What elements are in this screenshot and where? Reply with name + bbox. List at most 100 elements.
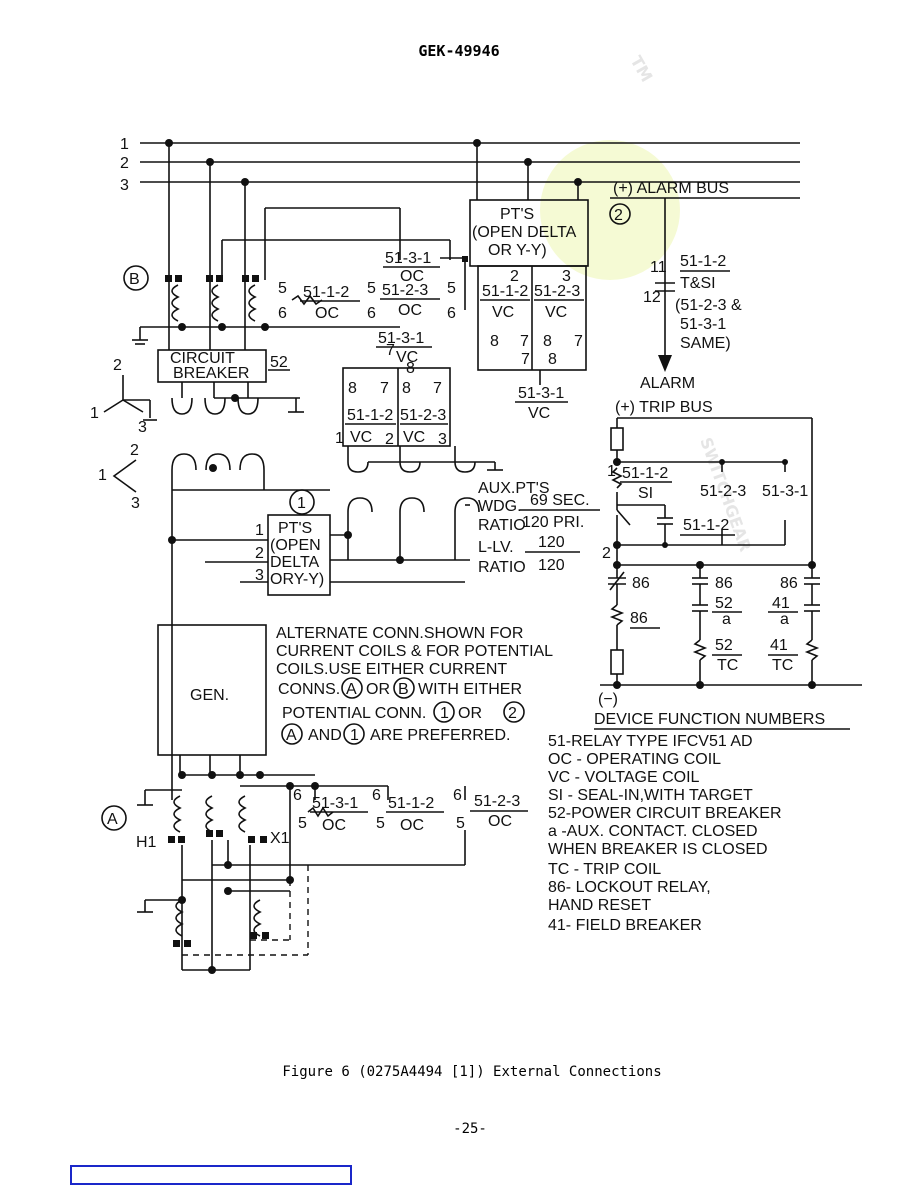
legend-item: HAND RESET bbox=[548, 897, 651, 914]
generator: GEN. bbox=[157, 624, 267, 775]
svg-text:3: 3 bbox=[562, 268, 571, 285]
device-legend: DEVICE FUNCTION NUMBERS 51-RELAY TYPE IF… bbox=[548, 711, 850, 934]
svg-text:PT'S: PT'S bbox=[278, 520, 312, 537]
svg-text:41: 41 bbox=[772, 595, 790, 612]
svg-text:120: 120 bbox=[538, 534, 565, 551]
bus-3-label: 3 bbox=[120, 177, 129, 194]
svg-text:WDG.: WDG. bbox=[478, 498, 522, 515]
svg-text:OR: OR bbox=[458, 705, 482, 722]
pt-open-delta-top: PT'S (OPEN DELTA OR Y-Y) 2 3 51-1-2 51-2… bbox=[469, 199, 589, 422]
svg-text:51-2-3: 51-2-3 bbox=[382, 282, 428, 299]
svg-text:VC: VC bbox=[492, 304, 514, 321]
svg-text:5: 5 bbox=[447, 280, 456, 297]
legend-item: WHEN BREAKER IS CLOSED bbox=[548, 841, 768, 858]
svg-text:RATIO: RATIO bbox=[478, 559, 526, 576]
svg-text:51-2-3: 51-2-3 bbox=[700, 483, 746, 500]
svg-text:POTENTIAL CONN.: POTENTIAL CONN. bbox=[282, 705, 426, 722]
svg-text:ALTERNATE CONN.SHOWN FOR: ALTERNATE CONN.SHOWN FOR bbox=[276, 625, 523, 642]
tsi-label: 51-1-2 bbox=[680, 253, 726, 270]
svg-text:1: 1 bbox=[335, 430, 344, 447]
svg-text:11: 11 bbox=[650, 259, 667, 276]
svg-text:5: 5 bbox=[456, 815, 465, 832]
svg-text:8: 8 bbox=[348, 380, 357, 397]
legend-item: VC - VOLTAGE COIL bbox=[548, 769, 700, 786]
svg-text:5: 5 bbox=[376, 815, 385, 832]
svg-text:51-2-3: 51-2-3 bbox=[534, 283, 580, 300]
svg-text:VC: VC bbox=[403, 429, 425, 446]
svg-text:OR Y-Y): OR Y-Y) bbox=[488, 242, 547, 259]
legend-item: TC - TRIP COIL bbox=[548, 861, 661, 878]
aux-pt-ratio: AUX.PT'S WDG. 69 SEC. RATIO 120 PRI. L-L… bbox=[478, 480, 600, 576]
svg-text:52: 52 bbox=[715, 637, 733, 654]
legend-item: 86- LOCKOUT RELAY, bbox=[548, 879, 711, 896]
svg-text:1: 1 bbox=[255, 522, 264, 539]
svg-text:1: 1 bbox=[607, 463, 616, 480]
svg-text:(51-2-3 &: (51-2-3 & bbox=[675, 297, 742, 314]
svg-text:A: A bbox=[346, 681, 357, 698]
svg-text:86: 86 bbox=[630, 610, 648, 627]
svg-text:OC: OC bbox=[400, 817, 424, 834]
svg-text:3: 3 bbox=[438, 431, 447, 448]
svg-text:VC: VC bbox=[396, 349, 418, 366]
svg-text:7: 7 bbox=[380, 380, 389, 397]
watermark-tm: TM bbox=[627, 53, 657, 86]
svg-text:51-3-1: 51-3-1 bbox=[312, 795, 358, 812]
svg-text:2: 2 bbox=[602, 545, 611, 562]
svg-text:51-1-2: 51-1-2 bbox=[303, 284, 349, 301]
svg-text:TC: TC bbox=[772, 657, 793, 674]
svg-text:1: 1 bbox=[440, 705, 449, 722]
svg-text:6: 6 bbox=[372, 787, 381, 804]
svg-text:6: 6 bbox=[278, 305, 287, 322]
alarm-bus-label: (+) ALARM BUS bbox=[613, 180, 729, 197]
svg-text:51-1-2: 51-1-2 bbox=[482, 283, 528, 300]
svg-text:WITH EITHER: WITH EITHER bbox=[418, 681, 522, 698]
trip-bus-label: (+) TRIP BUS bbox=[615, 399, 713, 416]
svg-text:BREAKER: BREAKER bbox=[173, 365, 249, 382]
ct-connection-A: A H1 X1 bbox=[101, 771, 528, 974]
svg-text:51-1-2: 51-1-2 bbox=[683, 517, 729, 534]
svg-text:51-3-1: 51-3-1 bbox=[762, 483, 808, 500]
svg-text:AND: AND bbox=[308, 727, 342, 744]
footer-frame bbox=[70, 1165, 352, 1185]
svg-text:8: 8 bbox=[490, 333, 499, 350]
svg-text:OC: OC bbox=[488, 813, 512, 830]
svg-text:T&SI: T&SI bbox=[680, 275, 716, 292]
svg-text:3: 3 bbox=[131, 495, 140, 512]
svg-text:2: 2 bbox=[508, 705, 517, 722]
svg-text:5: 5 bbox=[298, 815, 307, 832]
svg-text:8: 8 bbox=[543, 333, 552, 350]
svg-text:51-3-1: 51-3-1 bbox=[518, 385, 564, 402]
svg-text:5: 5 bbox=[278, 280, 287, 297]
ct-conn-A-mark: A bbox=[107, 811, 118, 828]
svg-text:(OPEN: (OPEN bbox=[270, 537, 321, 554]
svg-text:51-2-3: 51-2-3 bbox=[400, 407, 446, 424]
svg-text:1: 1 bbox=[98, 467, 107, 484]
svg-text:5: 5 bbox=[367, 280, 376, 297]
svg-text:2: 2 bbox=[510, 268, 519, 285]
svg-text:6: 6 bbox=[293, 787, 302, 804]
legend-title: DEVICE FUNCTION NUMBERS bbox=[594, 711, 825, 728]
legend-item: 41- FIELD BREAKER bbox=[548, 917, 702, 934]
page-number: -25- bbox=[453, 1121, 487, 1137]
svg-text:OC: OC bbox=[400, 268, 424, 285]
svg-text:OC: OC bbox=[315, 305, 339, 322]
svg-text:VC: VC bbox=[545, 304, 567, 321]
svg-text:SAME): SAME) bbox=[680, 335, 731, 352]
svg-text:OC: OC bbox=[398, 302, 422, 319]
legend-item: SI - SEAL-IN,WITH TARGET bbox=[548, 787, 753, 804]
svg-text:51-3-1: 51-3-1 bbox=[385, 250, 431, 267]
potential-conn-1-mark: 1 bbox=[297, 495, 306, 512]
svg-text:86: 86 bbox=[632, 575, 650, 592]
document-number: GEK-49946 bbox=[418, 42, 500, 60]
svg-text:1: 1 bbox=[350, 727, 359, 744]
svg-text:1: 1 bbox=[90, 405, 99, 422]
svg-text:RATIO: RATIO bbox=[478, 517, 526, 534]
voltage-coil-relays: 51-3-1 VC 7 8 8 7 8 7 51-1-2 51-2-3 VC V… bbox=[335, 208, 503, 473]
svg-text:7: 7 bbox=[521, 351, 530, 368]
svg-text:69 SEC.: 69 SEC. bbox=[530, 492, 590, 509]
svg-text:12: 12 bbox=[643, 289, 661, 306]
svg-text:7: 7 bbox=[386, 342, 395, 359]
svg-text:B: B bbox=[398, 681, 409, 698]
trip-circuit: (+) TRIP BUS 1 51-1-2 SI 51-2-3 51-3-1 bbox=[598, 399, 862, 708]
figure-caption: Figure 6 (0275A4494 [1]) External Connec… bbox=[282, 1064, 662, 1080]
